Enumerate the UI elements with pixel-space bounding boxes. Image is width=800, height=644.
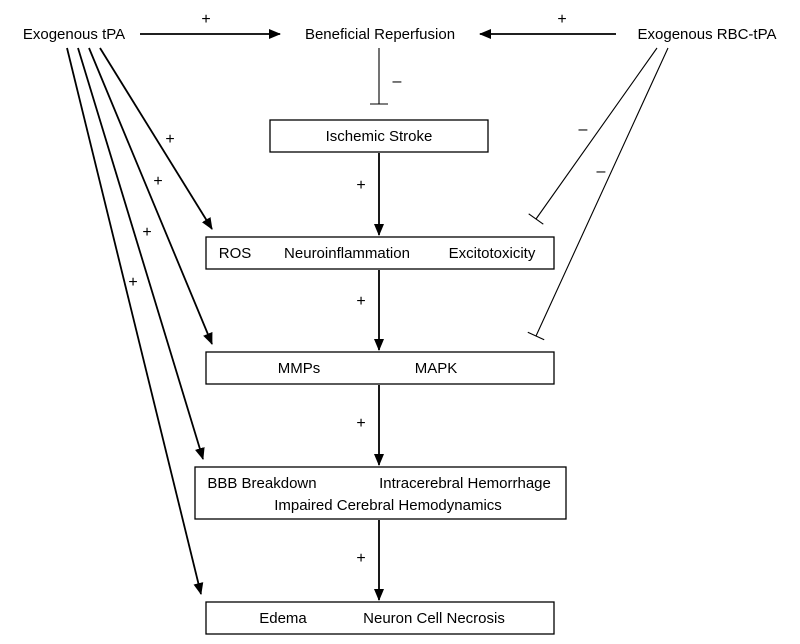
node-intracerebral-hemorrhage: Intracerebral Hemorrhage: [379, 475, 551, 492]
sign-reperfusion-to-stroke: –: [393, 73, 402, 90]
node-ros: ROS: [219, 245, 252, 262]
edge-rbc-inhibits-mmps: [535, 47, 669, 337]
node-mapk: MAPK: [415, 360, 458, 377]
edge-rbc-inhibits-ros: [535, 47, 658, 220]
edge-rbc-inhibits-ros-bar: [528, 213, 544, 225]
node-neuron-necrosis: Neuron Cell Necrosis: [363, 610, 505, 627]
node-impaired-hemodynamics: Impaired Cerebral Hemodynamics: [274, 497, 502, 514]
sign-tpa-to-reperfusion: +: [201, 11, 210, 28]
sign-mmps-to-bbb: +: [356, 415, 365, 432]
edge-tpa-to-edema: [66, 47, 204, 595]
node-exogenous-tpa: Exogenous tPA: [23, 26, 125, 43]
sign-rbc-to-mmps: –: [597, 163, 606, 180]
box-ros-group: [205, 236, 555, 270]
sign-tpa-to-mmps: +: [153, 173, 162, 190]
sign-stroke-to-ros: +: [356, 177, 365, 194]
sign-rbc-to-reperfusion: +: [557, 11, 566, 28]
sign-bbb-to-edema: +: [356, 550, 365, 567]
edge-tpa-to-ros: [99, 47, 213, 230]
node-exogenous-rbc-tpa: Exogenous RBC-tPA: [638, 26, 777, 43]
node-neuroinflammation: Neuroinflammation: [284, 245, 410, 262]
node-ischemic-stroke: Ischemic Stroke: [326, 128, 433, 145]
node-bbb-breakdown: BBB Breakdown: [207, 475, 316, 492]
sign-tpa-to-ros: +: [165, 131, 174, 148]
edge-tpa-to-mmps: [88, 47, 213, 345]
node-mmps: MMPs: [278, 360, 321, 377]
box-edema-group: [205, 601, 555, 635]
node-edema: Edema: [259, 610, 307, 627]
sign-tpa-to-edema: +: [128, 274, 137, 291]
box-mmps-mapk: [205, 351, 555, 385]
edge-tpa-to-bbb: [77, 47, 205, 460]
node-excitotoxicity: Excitotoxicity: [449, 245, 536, 262]
edge-rbc-inhibits-mmps-bar: [527, 331, 545, 341]
box-ischemic-stroke: [269, 119, 489, 153]
sign-tpa-to-bbb: +: [142, 224, 151, 241]
box-bbb-group: [194, 466, 567, 520]
sign-rbc-to-ros: –: [579, 121, 588, 138]
sign-ros-to-mmps: +: [356, 293, 365, 310]
node-beneficial-reperfusion: Beneficial Reperfusion: [305, 26, 455, 43]
